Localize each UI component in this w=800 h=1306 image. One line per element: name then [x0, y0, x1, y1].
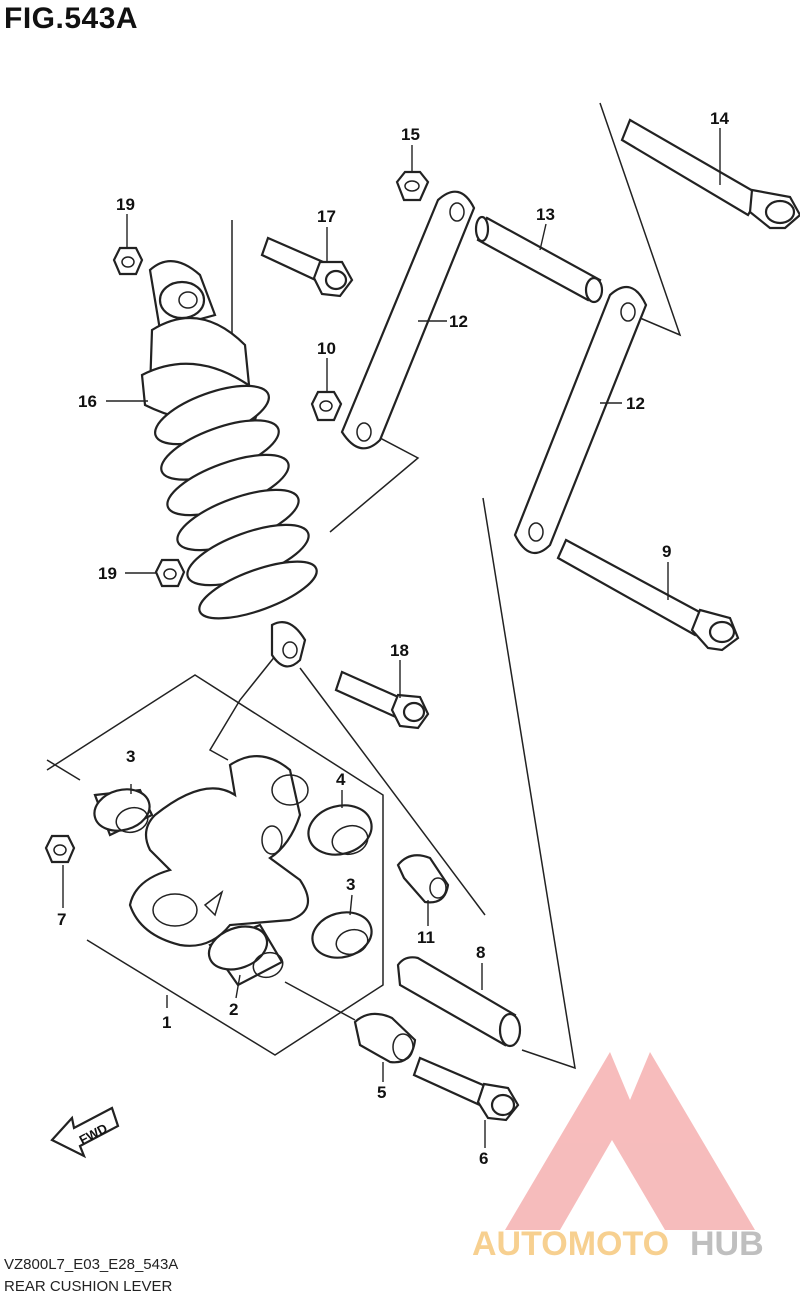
frame-line-18 — [299, 667, 486, 916]
frame-box-lever — [46, 674, 384, 1056]
callout-12b: 12 — [626, 394, 645, 413]
spacer-11 — [396, 854, 450, 904]
callout-13: 13 — [536, 205, 555, 224]
watermark-text-automoto: AUTOMOTO — [472, 1225, 669, 1263]
bearing-3a — [93, 788, 154, 837]
bearing-2 — [207, 923, 284, 987]
rear-shock-16 — [140, 260, 318, 668]
frame-line-5 — [284, 981, 356, 1021]
callout-14: 14 — [710, 109, 729, 128]
callout-12a: 12 — [449, 312, 468, 331]
nut-19a — [112, 246, 144, 276]
cushion-rod-12a — [340, 190, 476, 450]
cushion-rod-12b — [513, 285, 648, 555]
bolt-6 — [412, 1056, 520, 1122]
frame-line-16 — [208, 649, 281, 761]
footer-name: REAR CUSHION LEVER — [4, 1278, 173, 1295]
bearing-3b — [311, 911, 373, 959]
callout-2: 2 — [229, 1000, 238, 1019]
callout-19b: 19 — [98, 564, 117, 583]
bolt-18 — [334, 670, 430, 730]
spacer-8 — [396, 956, 522, 1048]
nut-7 — [44, 834, 76, 864]
callout-8: 8 — [476, 943, 485, 962]
watermark-text-hub: HUB — [690, 1225, 764, 1263]
callout-7: 7 — [57, 910, 66, 929]
callout-6: 6 — [479, 1149, 488, 1168]
callout-15: 15 — [401, 125, 420, 144]
frame-line-14 — [599, 102, 682, 337]
bolt-17 — [260, 236, 354, 298]
bearing-4 — [307, 804, 373, 856]
leader-lines — [62, 128, 721, 1148]
bolt-9 — [556, 538, 740, 652]
nut-10 — [310, 390, 343, 422]
spacer-5 — [353, 1012, 417, 1064]
callout-17: 17 — [317, 207, 336, 226]
nut-19b — [154, 558, 186, 588]
frame-line-12 — [329, 437, 420, 533]
callout-3a: 3 — [126, 747, 135, 766]
bolt-14 — [620, 118, 800, 230]
callout-9: 9 — [662, 542, 671, 561]
cushion-lever-1 — [128, 755, 310, 947]
watermark-logo: AUTOMOTO HUB — [472, 1052, 764, 1263]
footer-code: VZ800L7_E03_E28_543A — [4, 1256, 179, 1273]
callout-16: 16 — [78, 392, 97, 411]
fwd-arrow-icon: FWD — [50, 1106, 120, 1159]
callout-18: 18 — [390, 641, 409, 660]
callout-5: 5 — [377, 1083, 386, 1102]
frame-line-9 — [482, 497, 576, 1070]
callout-10: 10 — [317, 339, 336, 358]
callout-19a: 19 — [116, 195, 135, 214]
callout-1: 1 — [162, 1013, 171, 1032]
nut-15 — [395, 170, 430, 202]
spacer-13 — [474, 215, 604, 304]
callout-3b: 3 — [346, 875, 355, 894]
page-title: FIG.543A — [4, 2, 139, 35]
frame-edge — [46, 759, 81, 781]
callout-4: 4 — [336, 770, 346, 789]
footer: VZ800L7_E03_E28_543A REAR CUSHION LEVER — [4, 1254, 178, 1298]
callout-11: 11 — [417, 928, 435, 947]
